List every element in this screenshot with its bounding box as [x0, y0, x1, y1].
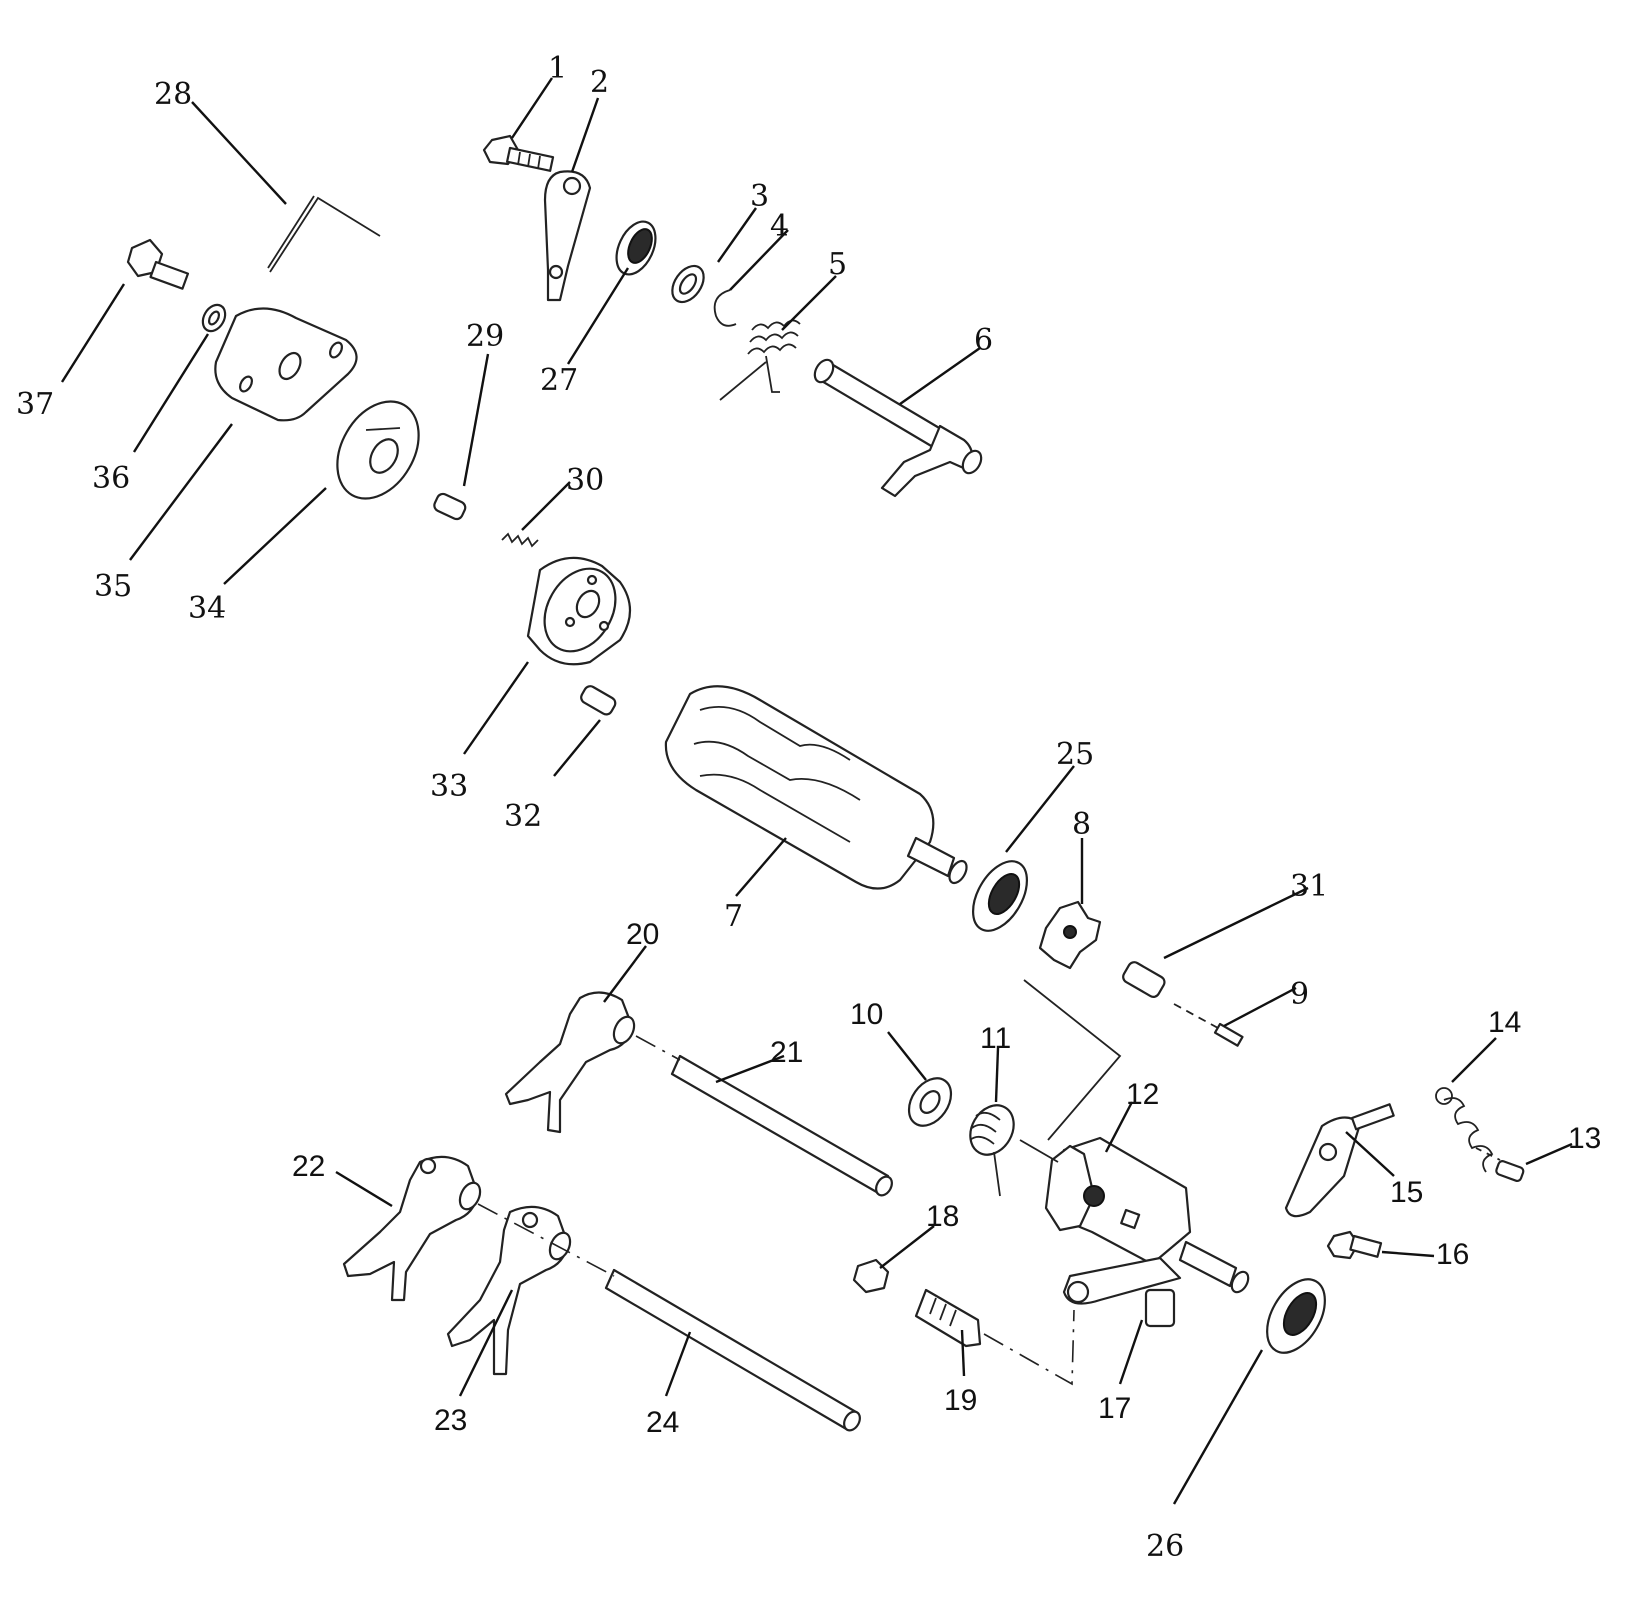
callout-32: 32	[504, 799, 542, 834]
part-13-pin	[1475, 1147, 1525, 1183]
part-2-lever-arm	[543, 170, 592, 302]
part-35-cover-plate	[214, 307, 358, 422]
callout-19: 19	[944, 1384, 977, 1417]
callout-37: 37	[16, 387, 54, 422]
callout-5: 5	[828, 247, 847, 282]
callout-14: 14	[1488, 1006, 1521, 1039]
part-1-bolt	[482, 134, 555, 172]
part-12-shift-lever-assembly	[1019, 979, 1250, 1294]
callout-21: 21	[770, 1036, 803, 1069]
callout-7: 7	[724, 899, 743, 934]
callout-9: 9	[1290, 977, 1309, 1012]
part-16-bolt	[1326, 1230, 1383, 1260]
part-4-circlip	[713, 289, 737, 327]
part-37-bolt	[126, 238, 190, 290]
part-8-star-cam	[1038, 900, 1102, 970]
callout-36: 36	[92, 461, 130, 496]
callout-33: 33	[430, 769, 468, 804]
part-21-fork-shaft	[635, 1035, 893, 1197]
callout-25: 25	[1056, 737, 1094, 772]
callout-24: 24	[646, 1406, 679, 1439]
callout-22: 22	[292, 1150, 325, 1183]
part-17-lever-plate	[1062, 1256, 1182, 1328]
callout-29: 29	[466, 319, 504, 354]
part-19-stud	[914, 1288, 1075, 1386]
callout-6: 6	[974, 323, 993, 358]
callout-26: 26	[1146, 1529, 1184, 1564]
part-5-spring	[719, 319, 801, 401]
part-29-pin	[433, 492, 467, 521]
part-25-oil-seal	[971, 860, 1029, 932]
callout-28: 28	[154, 77, 192, 112]
part-33-drum-segment	[526, 556, 631, 666]
part-3-washer	[671, 264, 705, 304]
part-23-shift-fork	[446, 1205, 572, 1376]
callout-23: 23	[434, 1404, 467, 1437]
callout-12: 12	[1126, 1078, 1159, 1111]
part-28-stopper-pin	[267, 195, 381, 273]
part-10-washer	[907, 1077, 953, 1127]
part-31-pin	[1122, 961, 1166, 998]
callout-35: 35	[94, 569, 132, 604]
callout-1: 1	[548, 51, 567, 86]
part-32-pin	[580, 685, 617, 716]
part-6-shift-shaft	[813, 358, 983, 498]
callout-2: 2	[590, 65, 609, 100]
callout-16: 16	[1436, 1238, 1469, 1271]
part-36-washer	[201, 303, 227, 333]
callout-4: 4	[770, 209, 789, 244]
callout-13: 13	[1568, 1122, 1601, 1155]
part-30-spring	[501, 532, 539, 548]
callout-labels: 1 2 3 4 5 6 7 8 9 10 11 12 13 14 15 16 1…	[16, 51, 1601, 1564]
callout-27: 27	[540, 363, 578, 398]
part-11-spring	[969, 1104, 1015, 1197]
part-9-screw	[1173, 1003, 1244, 1047]
part-22-shift-fork	[342, 1155, 482, 1302]
callout-30: 30	[566, 463, 604, 498]
callout-11: 11	[980, 1022, 1011, 1055]
callout-8: 8	[1072, 807, 1091, 842]
callout-20: 20	[626, 918, 659, 951]
leader-lines	[60, 77, 1573, 1505]
part-26-oil-seal	[1266, 1278, 1326, 1354]
callout-10: 10	[850, 998, 883, 1031]
callout-17: 17	[1098, 1392, 1131, 1425]
callout-31: 31	[1290, 869, 1328, 904]
callout-15: 15	[1390, 1176, 1423, 1209]
callout-34: 34	[188, 591, 226, 626]
part-34-plate	[336, 400, 420, 500]
part-27-oil-seal	[615, 220, 657, 276]
part-18-nut	[852, 1258, 890, 1294]
part-15-stopper-arm	[1284, 1103, 1395, 1218]
callout-18: 18	[926, 1200, 959, 1233]
part-24-fork-shaft	[477, 1203, 861, 1432]
callout-3: 3	[750, 179, 769, 214]
part-20-shift-fork	[504, 991, 636, 1134]
part-14-spring	[1435, 1087, 1494, 1173]
part-7-shift-drum	[664, 685, 968, 890]
